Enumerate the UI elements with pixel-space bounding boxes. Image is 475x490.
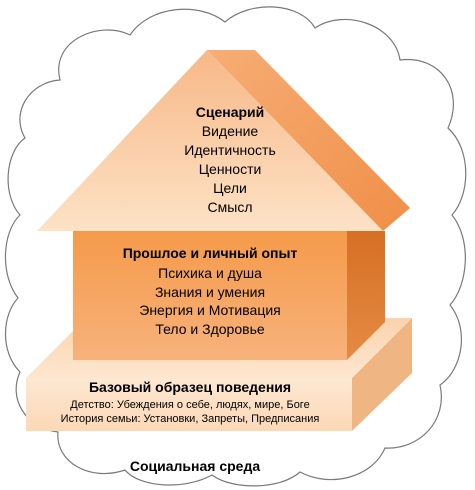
scenario-title: Сценарий: [195, 104, 265, 120]
social-environment-label: Социальная среда: [129, 458, 261, 474]
past-item-energy: Энергия и Мотивация: [139, 302, 281, 318]
past-experience-title: Прошлое и личный опыт: [122, 245, 298, 261]
base-pattern-title: Базовый образец поведения: [88, 379, 292, 395]
base-slab-side: [352, 318, 412, 431]
scenario-item-values: Ценности: [198, 161, 262, 177]
roof-front: [37, 50, 383, 231]
scenario-item-identity: Идентичность: [184, 142, 276, 158]
past-item-psyche: Психика и душа: [158, 265, 262, 281]
scenario-item-meaning: Смысл: [207, 199, 253, 215]
base-item-family-history: История семьи: Установки, Запреты, Предп…: [60, 413, 320, 425]
past-item-body: Тело и Здоровье: [155, 321, 265, 337]
scenario-item-goals: Цели: [213, 180, 247, 196]
roof-side: [207, 50, 410, 231]
base-slab-front: [26, 378, 352, 431]
house-body-front: [73, 231, 347, 360]
scenario-item-vision: Видение: [201, 123, 259, 139]
house-body-side: [347, 231, 385, 360]
past-item-knowledge: Знания и умения: [154, 284, 266, 300]
base-item-childhood: Детство: Убеждения о себе, людях, мире, …: [70, 399, 310, 411]
